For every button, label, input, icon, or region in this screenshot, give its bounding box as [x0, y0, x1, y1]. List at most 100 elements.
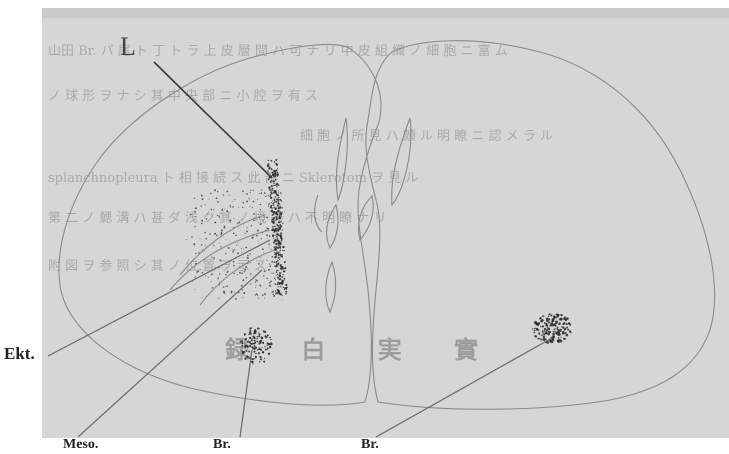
stipple-dot — [233, 261, 235, 263]
stipple-dot — [253, 343, 254, 344]
stipple-dot — [284, 267, 286, 269]
stipple-dot — [281, 254, 282, 255]
stipple-dot — [234, 273, 235, 274]
stipple-dot — [553, 331, 554, 332]
stipple-dot — [269, 337, 271, 339]
stipple-dot — [220, 246, 221, 247]
stipple-dot — [202, 272, 204, 274]
stipple-dot — [229, 205, 231, 207]
stipple-dot — [253, 220, 254, 221]
stipple-dot — [195, 207, 197, 209]
stipple-dot — [263, 275, 265, 277]
stipple-dot — [205, 238, 207, 240]
stipple-dot — [268, 163, 270, 165]
stipple-dot — [254, 349, 255, 350]
stipple-dot — [278, 226, 280, 228]
stipple-dot — [534, 332, 536, 334]
stipple-dot — [560, 329, 562, 331]
stipple-dot — [269, 210, 270, 211]
stipple-dot — [272, 226, 274, 228]
stipple-dot — [246, 201, 248, 203]
stipple-dot — [276, 261, 277, 262]
stipple-dot — [257, 230, 259, 232]
stipple-dot — [277, 199, 279, 201]
stipple-dot — [277, 183, 278, 184]
stipple-dot — [202, 198, 204, 200]
stipple-dot — [242, 207, 243, 208]
stipple-dot — [243, 202, 245, 204]
stipple-dot — [271, 168, 273, 170]
stipple-dot — [247, 255, 249, 257]
stipple-dot — [217, 191, 218, 192]
stipple-dot — [282, 274, 283, 275]
stipple-dot — [252, 207, 253, 208]
stipple-dot — [253, 214, 254, 215]
stipple-dot — [226, 190, 228, 192]
stipple-dot — [211, 209, 212, 210]
stipple-dot — [274, 283, 276, 285]
stipple-dot — [246, 356, 248, 358]
stipple-dot — [565, 332, 567, 334]
stipple-dot — [247, 358, 248, 359]
stipple-dot — [269, 203, 270, 204]
stipple-dot — [194, 226, 195, 227]
stipple-dot — [267, 347, 269, 349]
stipple-dot — [250, 283, 251, 284]
stipple-dot — [279, 243, 281, 245]
stipple-dot — [273, 222, 275, 224]
stipple-dot — [281, 221, 282, 222]
stipple-dot — [223, 287, 224, 288]
stipple-dot — [241, 285, 242, 286]
stipple-dot — [552, 337, 554, 339]
stipple-dot — [242, 279, 244, 281]
stipple-dot — [275, 196, 277, 198]
stipple-dot — [266, 217, 268, 219]
stipple-dot — [271, 249, 272, 250]
stipple-dot — [534, 328, 535, 329]
stipple-dot — [208, 277, 209, 278]
stipple-dot — [232, 251, 234, 253]
stipple-dot — [270, 197, 272, 199]
stipple-dot — [275, 159, 277, 161]
stipple-dot — [285, 288, 287, 290]
stipple-dot — [242, 289, 243, 290]
stipple-dot — [251, 340, 253, 342]
stipple-dot — [274, 256, 276, 258]
stipple-dot — [270, 206, 272, 208]
stipple-dot — [276, 223, 277, 224]
stipple-dot — [247, 341, 249, 343]
stipple-dot — [282, 246, 284, 248]
stipple-dot — [281, 229, 282, 230]
stipple-dot — [278, 255, 279, 256]
stipple-dot — [271, 190, 273, 192]
stipple-dot — [202, 297, 203, 298]
stipple-dot — [273, 198, 274, 199]
stipple-dot — [213, 257, 215, 259]
stipple-dot — [264, 193, 265, 194]
stipple-dot — [267, 238, 268, 239]
stipple-dot — [201, 223, 203, 225]
stipple-dot — [567, 329, 569, 331]
stipple-dot — [271, 202, 272, 203]
stipple-dot — [230, 207, 231, 208]
stipple-dot — [548, 316, 549, 317]
stipple-dot — [277, 247, 279, 249]
stipple-dot — [270, 194, 272, 196]
stipple-dot — [228, 247, 230, 249]
stipple-dot — [279, 275, 281, 277]
stipple-dot — [565, 323, 567, 325]
stipple-dot — [546, 318, 549, 321]
stipple-dot — [563, 322, 565, 324]
stipple-dot — [252, 336, 254, 338]
stipple-dot — [264, 217, 265, 218]
stipple-dot — [221, 232, 222, 233]
stipple-dot — [562, 333, 564, 335]
stipple-dot — [245, 338, 247, 340]
stipple-dot — [241, 248, 242, 249]
stipple-dot — [243, 249, 244, 250]
stipple-dot — [551, 314, 553, 316]
stipple-dot — [267, 170, 268, 171]
stipple-dot — [191, 236, 193, 238]
stipple-dot — [253, 333, 254, 334]
stipple-dot — [232, 206, 234, 208]
